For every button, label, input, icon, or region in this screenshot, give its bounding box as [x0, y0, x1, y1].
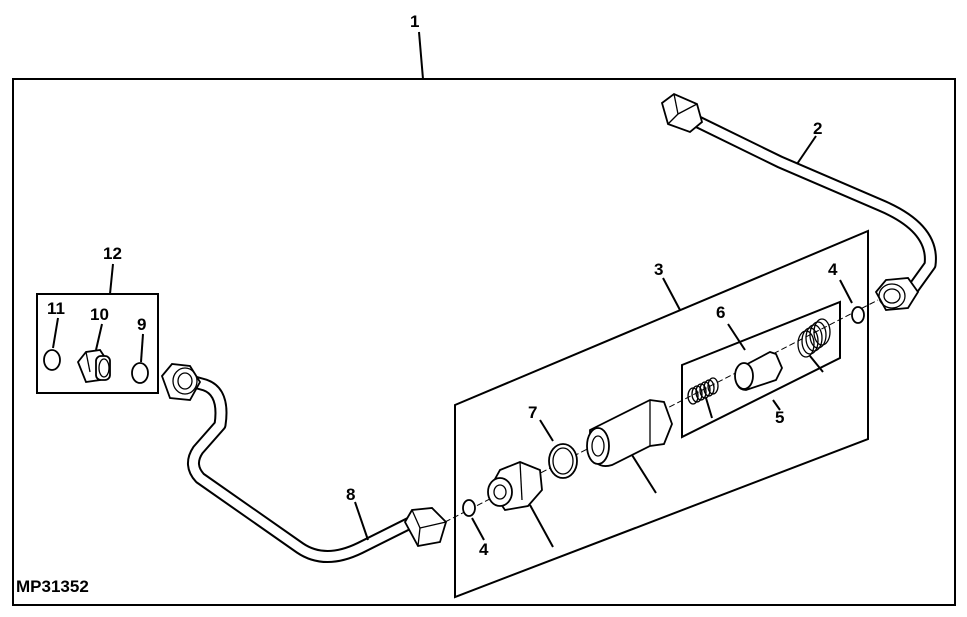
callout-3: 3 [654, 260, 663, 279]
o-ring-9 [131, 362, 149, 384]
fuel-line-8 [160, 363, 448, 563]
leader-5-box [772, 399, 781, 411]
spring-small [687, 377, 719, 405]
callout-2: 2 [813, 119, 822, 138]
callout-12: 12 [103, 244, 122, 263]
callout-4-lower: 4 [479, 540, 489, 559]
leader-4-upper [839, 279, 853, 304]
leader-1 [418, 31, 424, 80]
assembly-box-3 [454, 229, 869, 599]
adapter-10 [76, 349, 111, 383]
valve-body [586, 399, 673, 467]
o-ring-11 [43, 349, 61, 371]
leader-9 [140, 333, 144, 363]
fuel-line-2 [660, 92, 937, 311]
leader-10 [95, 323, 103, 351]
leader-5-left [705, 397, 713, 419]
leader-8 [354, 501, 369, 541]
kit-box-12 [36, 293, 159, 394]
callout-11: 11 [47, 299, 65, 318]
callout-8: 8 [346, 485, 355, 504]
callout-5: 5 [775, 408, 784, 427]
callout-10: 10 [90, 305, 109, 324]
o-ring-7-inner [552, 447, 574, 475]
leader-6 [727, 323, 746, 351]
leader-5-right [809, 355, 824, 373]
valve-fitting [487, 461, 543, 511]
callout-4-upper: 4 [828, 260, 838, 279]
assembly-box-5 [681, 300, 841, 439]
callout-6: 6 [716, 303, 725, 322]
leader-4-lower [471, 517, 485, 541]
leader-3 [662, 277, 681, 311]
callout-9: 9 [137, 315, 146, 334]
leader-valve-body [631, 454, 657, 494]
valve-piston-6 [734, 351, 783, 391]
spring-large [797, 318, 831, 358]
leader-11 [52, 317, 59, 349]
o-ring-4-upper [851, 306, 865, 324]
callout-7: 7 [528, 403, 537, 422]
callout-1: 1 [410, 12, 419, 31]
leader-fitting [529, 504, 554, 548]
leader-12 [109, 263, 114, 295]
o-ring-4-lower [462, 499, 476, 517]
leader-2 [796, 135, 817, 165]
leader-7 [539, 419, 554, 442]
figure-id: MP31352 [16, 577, 89, 596]
outer-frame [12, 78, 956, 606]
